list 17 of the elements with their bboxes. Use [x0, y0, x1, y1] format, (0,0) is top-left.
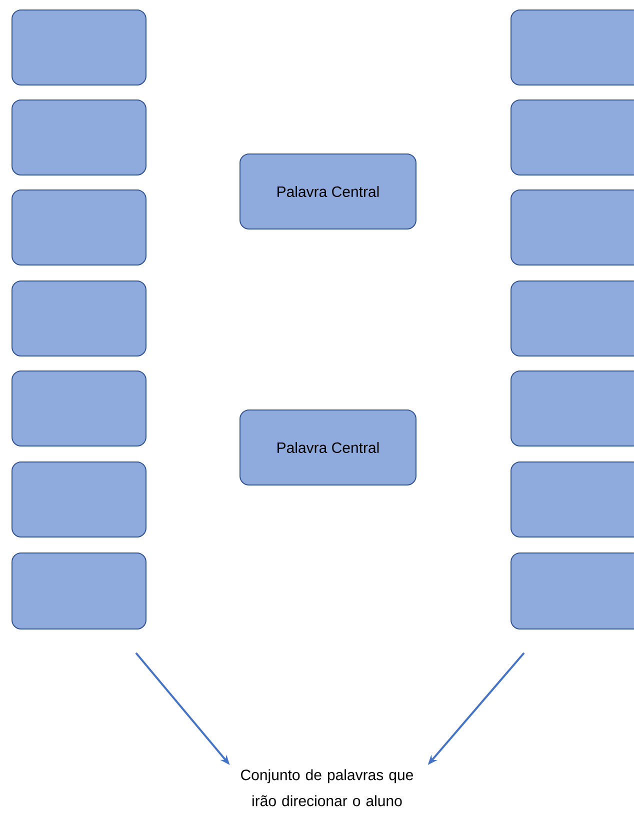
- empty-box: [12, 190, 146, 266]
- empty-box: [12, 280, 146, 356]
- empty-box: [510, 280, 634, 356]
- empty-box: [12, 552, 146, 630]
- word-box: Palavra Central: [240, 410, 416, 486]
- empty-box: [12, 100, 146, 176]
- empty-box: [510, 370, 634, 446]
- empty-box: [12, 462, 146, 538]
- empty-box: [510, 190, 634, 266]
- empty-box: [510, 10, 634, 86]
- empty-box: [12, 10, 146, 86]
- empty-box: [510, 100, 634, 176]
- caption-text: Conjunto de palavras que irão direcionar o aluno: [241, 769, 413, 806]
- empty-box: [510, 462, 634, 538]
- empty-box: [510, 552, 634, 630]
- word-box: Palavra Central: [240, 154, 416, 230]
- empty-box: [12, 370, 146, 446]
